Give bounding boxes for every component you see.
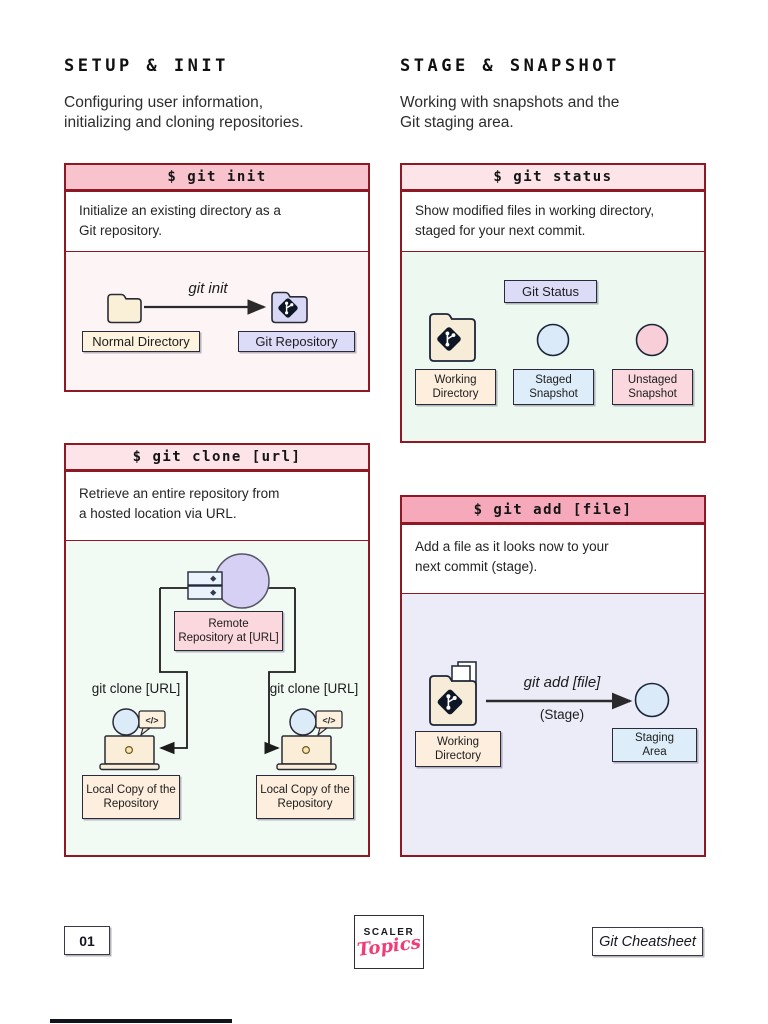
- working-label-line1: Working: [434, 374, 477, 386]
- git-clone-description: Retrieve an entire repository from a hos…: [66, 472, 368, 541]
- git-status-command: $ git status: [402, 165, 704, 192]
- staging-area-circle-icon: [634, 682, 670, 718]
- card-git-init: $ git init Initialize an existing direct…: [64, 163, 370, 392]
- git-clone-arrow-label-left: git clone [URL]: [91, 681, 181, 696]
- local-user-laptop-icon-left: </>: [99, 708, 166, 771]
- working-label-line2: Directory: [432, 388, 479, 400]
- git-clone-diagram: </> </>: [66, 541, 368, 855]
- staging-area-label: Staging Area: [612, 728, 697, 762]
- git-diamond-icon: [437, 327, 461, 351]
- working-directory-label: Working Directory: [415, 731, 501, 767]
- setup-desc-line1: Configuring user information,: [64, 94, 264, 111]
- git-clone-arrow-label-right: git clone [URL]: [269, 681, 359, 696]
- card-git-clone: $ git clone [url] Retrieve an entire rep…: [64, 443, 370, 857]
- unstaged-snapshot-label: Unstaged Snapshot: [612, 369, 693, 405]
- unstaged-label-line1: Unstaged: [627, 374, 678, 386]
- git-init-diagram: git init Normal Directory Git Repository: [66, 252, 368, 390]
- git-init-diagram-svg: [107, 291, 308, 324]
- working-directory-folder-files-icon: [429, 661, 477, 726]
- staged-snapshot-label: Staged Snapshot: [513, 369, 594, 405]
- section-title-setup: SETUP & INIT: [64, 56, 229, 76]
- git-status-desc-line2: staged for your next commit.: [415, 223, 586, 238]
- card-git-add: $ git add [file] Add a file as it looks …: [400, 495, 706, 857]
- git-add-arrow-label: git add [file]: [523, 674, 601, 691]
- git-repository-folder-icon: [271, 291, 308, 324]
- staging-label-line2: Area: [642, 746, 667, 758]
- local-right-line1: Local Copy of the: [260, 784, 350, 796]
- normal-folder-icon: [107, 293, 142, 324]
- git-add-diagram: git add [file] (Stage) Working Directory…: [402, 594, 704, 855]
- logo-text-scaler: SCALER: [363, 927, 415, 938]
- local-left-line1: Local Copy of the: [86, 784, 176, 796]
- git-add-desc-line1: Add a file as it looks now to your: [415, 539, 609, 554]
- git-add-command: $ git add [file]: [402, 497, 704, 525]
- section-desc-stage: Working with snapshots and the Git stagi…: [400, 93, 619, 133]
- next-page-card-edge: [50, 1019, 232, 1023]
- local-right-line2: Repository: [277, 798, 333, 810]
- git-status-description: Show modified files in working directory…: [402, 192, 704, 252]
- card-git-status: $ git status Show modified files in work…: [400, 163, 706, 443]
- working-directory-folder-icon: [429, 313, 476, 362]
- code-bubble-text: </>: [322, 716, 335, 726]
- section-desc-setup: Configuring user information, initializi…: [64, 93, 304, 133]
- code-bubble-icon: </>: [315, 710, 343, 737]
- add-working-line1: Working: [437, 736, 479, 748]
- remote-server-icon: [187, 553, 270, 609]
- section-title-stage: STAGE & SNAPSHOT: [400, 56, 620, 76]
- git-diamond-icon: [278, 298, 298, 318]
- remote-label-line1: Remote: [208, 618, 249, 630]
- local-left-line2: Repository: [103, 798, 159, 810]
- git-init-desc-line1: Initialize an existing directory as a: [79, 203, 281, 218]
- stage-desc-line1: Working with snapshots and the: [400, 94, 620, 111]
- git-status-diagram-svg: [429, 313, 669, 362]
- staged-label-line2: Snapshot: [529, 388, 578, 400]
- git-cheatsheet-badge: Git Cheatsheet: [592, 927, 703, 956]
- page-number-box: 01: [64, 926, 110, 955]
- git-add-desc-line2: next commit (stage).: [415, 559, 538, 574]
- staged-label-line1: Staged: [535, 374, 572, 386]
- git-add-diagram-svg: [429, 661, 670, 726]
- setup-desc-line2: initializing and cloning repositories.: [64, 114, 304, 131]
- code-bubble-text: </>: [145, 716, 158, 726]
- local-user-laptop-icon-right: </>: [276, 708, 343, 771]
- page-number: 01: [79, 932, 95, 949]
- remote-label-line2: Repository at [URL]: [178, 632, 279, 644]
- git-clone-desc-line2: a hosted location via URL.: [79, 506, 237, 521]
- unstaged-snapshot-circle-icon: [635, 323, 669, 357]
- git-clone-desc-line1: Retrieve an entire repository from: [79, 486, 280, 501]
- git-add-description: Add a file as it looks now to your next …: [402, 525, 704, 594]
- clone-left-arrow: [159, 588, 188, 755]
- git-init-arrow-label: git init: [188, 280, 228, 297]
- git-add-stage-sublabel: (Stage): [539, 707, 585, 722]
- git-repository-label: Git Repository: [238, 331, 355, 352]
- clone-right-arrow: [264, 588, 296, 755]
- git-init-description: Initialize an existing directory as a Gi…: [66, 192, 368, 252]
- working-directory-label: Working Directory: [415, 369, 496, 405]
- local-copy-label-right: Local Copy of the Repository: [256, 775, 354, 819]
- git-status-diagram: Git Status Working Directory Staged Snap…: [402, 252, 704, 441]
- git-init-desc-line2: Git repository.: [79, 223, 163, 238]
- git-diamond-icon: [437, 689, 463, 715]
- git-clone-diagram-svg: </> </>: [99, 553, 343, 771]
- git-status-title-label: Git Status: [504, 280, 597, 303]
- git-init-command: $ git init: [66, 165, 368, 192]
- stage-desc-line2: Git staging area.: [400, 114, 514, 131]
- normal-directory-label: Normal Directory: [82, 331, 200, 352]
- staged-snapshot-circle-icon: [536, 323, 570, 357]
- code-bubble-icon: </>: [138, 710, 166, 737]
- scaler-topics-logo: SCALER Topics: [354, 915, 424, 969]
- remote-repository-label: Remote Repository at [URL]: [174, 611, 283, 651]
- staging-label-line1: Staging: [634, 732, 674, 744]
- git-status-desc-line1: Show modified files in working directory…: [415, 203, 655, 218]
- local-copy-label-left: Local Copy of the Repository: [82, 775, 180, 819]
- unstaged-label-line2: Snapshot: [628, 388, 677, 400]
- git-clone-command: $ git clone [url]: [66, 445, 368, 472]
- badge-text: Git Cheatsheet: [599, 933, 696, 950]
- add-working-line2: Directory: [434, 750, 481, 762]
